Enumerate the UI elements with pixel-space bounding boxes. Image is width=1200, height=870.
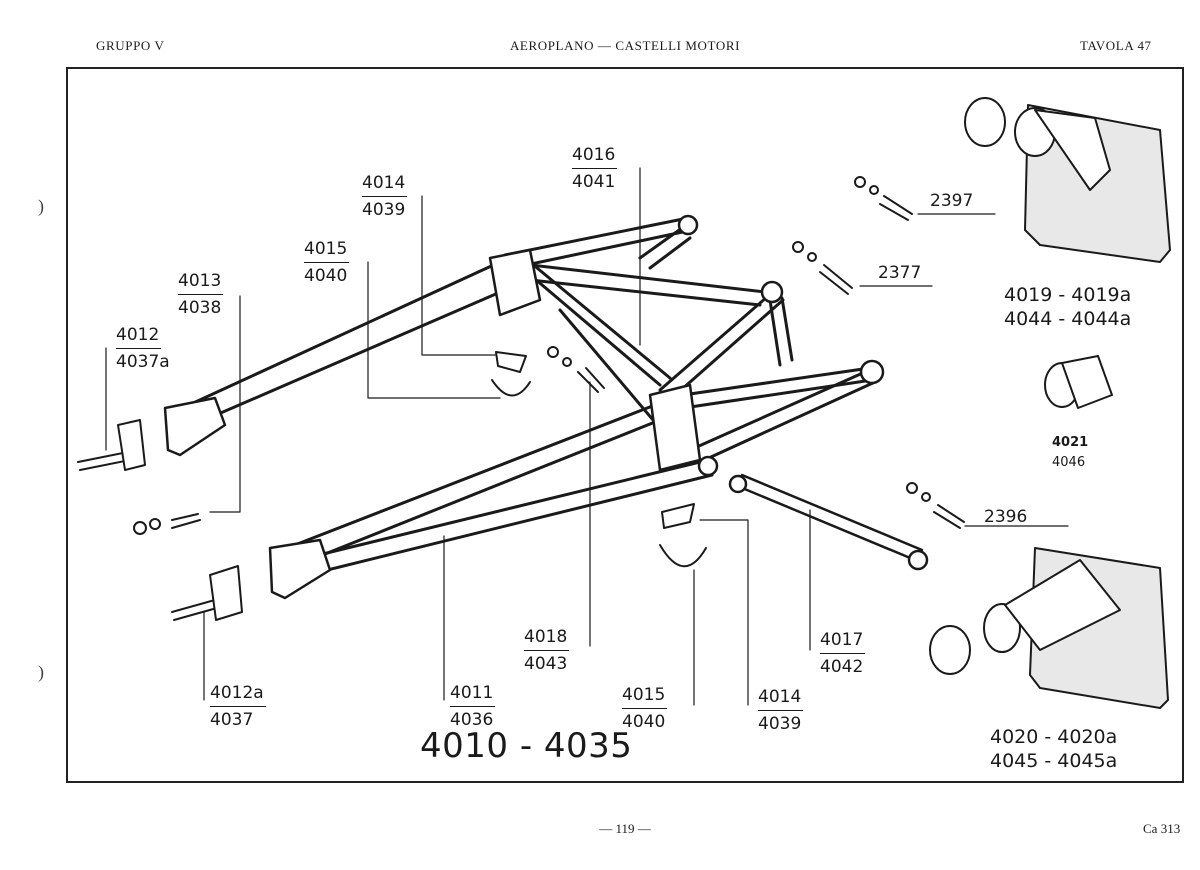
- part-label: 2377: [878, 263, 922, 283]
- strut-4017: [728, 473, 929, 571]
- part-label: 4015 4040: [622, 685, 668, 732]
- part-label: 4020 - 4020a 4045 - 4045a: [990, 726, 1118, 772]
- header-group: GRUPPO V: [96, 38, 165, 53]
- tube-frame: [176, 216, 877, 580]
- margin-mark: ): [38, 662, 44, 682]
- part-label: 2396: [984, 507, 1028, 527]
- header-plate: TAVOLA 47: [1080, 38, 1152, 53]
- part-label: 4018 4043: [524, 627, 570, 674]
- frame-fittings: [163, 214, 885, 600]
- part-label: 4014 4039: [758, 687, 804, 734]
- part-label: 4021 4046: [1052, 435, 1089, 470]
- plate-code: Ca 313: [1143, 821, 1181, 836]
- mount-plates: [929, 97, 1171, 709]
- diagram-frame: [66, 67, 1184, 783]
- header-title: AEROPLANO — CASTELLI MOTORI: [509, 38, 741, 53]
- assembly-title: 4010 - 4035: [420, 726, 633, 766]
- part-label: 4019 - 4019a 4044 - 4044a: [1004, 284, 1132, 330]
- leader-lines: [105, 167, 1069, 706]
- hardware-parts: [77, 176, 965, 621]
- page-number: — 119 —: [599, 821, 651, 836]
- part-label: 4011 4036: [450, 683, 496, 730]
- margin-mark: ): [38, 196, 44, 216]
- part-label: 2397: [930, 191, 974, 211]
- part-label: 4015 4040: [304, 239, 350, 286]
- part-label: 4017 4042: [820, 630, 866, 677]
- part-label: 4014 4039: [362, 173, 408, 220]
- part-label: 4016 4041: [572, 145, 618, 192]
- part-label: 4012a 4037: [210, 683, 266, 730]
- part-label: 4012 4037a: [116, 325, 170, 372]
- part-label: 4013 4038: [178, 271, 224, 318]
